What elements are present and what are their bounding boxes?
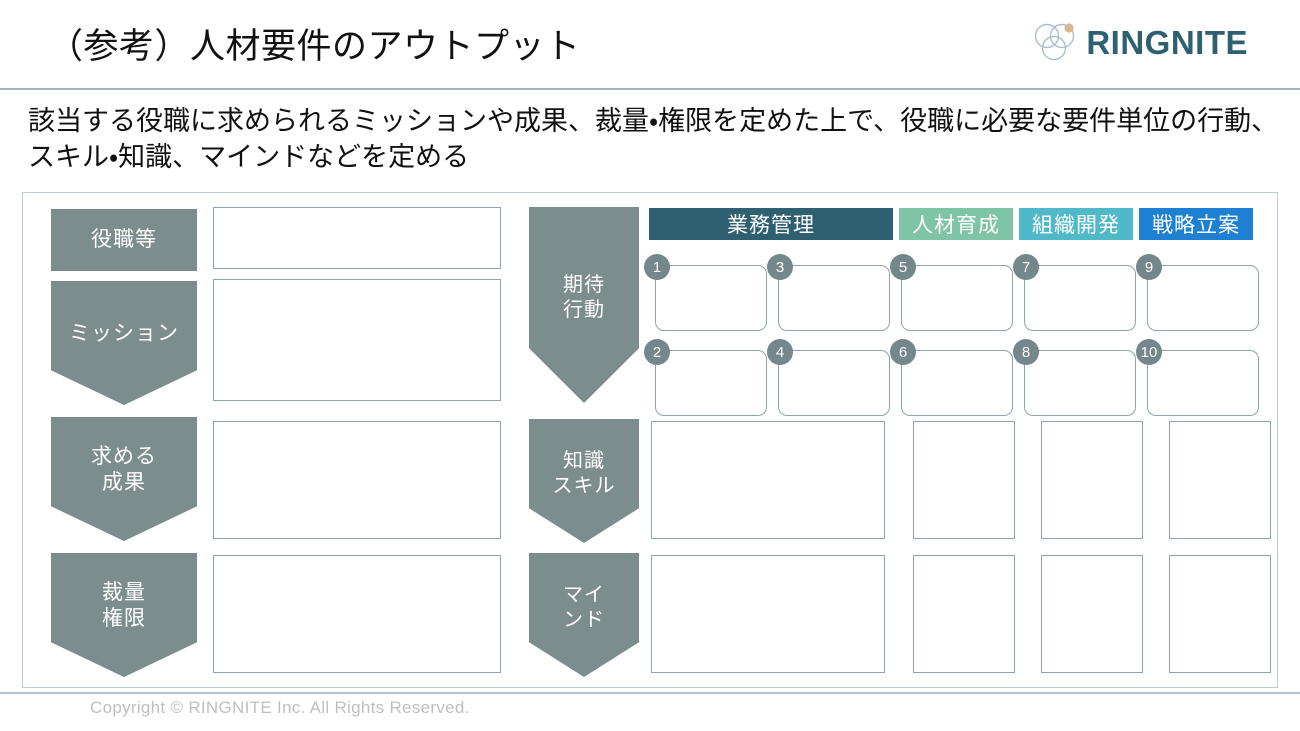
behavior-badge-3: 3 (767, 254, 793, 280)
category-chip-jinzai-ikusei-label: 人材育成 (912, 214, 1000, 237)
behavior-box-9[interactable] (1147, 265, 1259, 331)
knowledge-box-senryaku-rituan[interactable] (1169, 421, 1271, 539)
copyright-text: Copyright © RINGNITE Inc. All Rights Res… (90, 698, 470, 717)
behavior-box-2[interactable] (655, 350, 767, 416)
category-chip-gyomu-kanri-label: 業務管理 (727, 214, 815, 237)
brand-logo: RINGNITE (1032, 20, 1248, 64)
tag-mind: マイ ンド (529, 553, 639, 677)
behavior-box-8[interactable] (1024, 350, 1136, 416)
tag-expected-behavior-label: 期待 行動 (563, 274, 605, 321)
tag-expected-behavior: 期待 行動 (529, 207, 639, 403)
tag-discretion-authority: 裁量 権限 (51, 553, 197, 677)
footer-divider (0, 692, 1300, 694)
category-chip-gyomu-kanri[interactable]: 業務管理 (649, 208, 893, 240)
subtitle-text: 該当する役職に求められるミッションや成果、裁量・権限を定めた上で、役職に必要な要… (28, 106, 1279, 172)
behavior-box-5[interactable] (901, 265, 1013, 331)
input-box-expected-results[interactable] (213, 421, 501, 539)
tag-position-label: 役職等 (91, 228, 157, 252)
mind-box-gyomu-kanri[interactable] (651, 555, 885, 673)
input-box-position[interactable] (213, 207, 501, 269)
header-divider (0, 88, 1300, 90)
tag-knowledge-skill-label: 知識 スキル (552, 450, 616, 497)
behavior-badge-6: 6 (890, 339, 916, 365)
behavior-box-1[interactable] (655, 265, 767, 331)
behavior-badge-8: 8 (1013, 339, 1039, 365)
tag-mind-label: マイ ンド (563, 584, 605, 631)
tag-position: 役職等 (51, 209, 197, 271)
tag-expected-results: 求める 成果 (51, 417, 197, 541)
ringnite-rings-icon (1035, 23, 1075, 61)
behavior-box-4[interactable] (778, 350, 890, 416)
behavior-box-7[interactable] (1024, 265, 1136, 331)
behavior-badge-10: 10 (1136, 339, 1162, 365)
behavior-box-10[interactable] (1147, 350, 1259, 416)
category-chip-senryaku-rituan[interactable]: 戦略立案 (1139, 208, 1253, 240)
mind-box-jinzai-ikusei[interactable] (913, 555, 1015, 673)
tag-discretion-authority-label: 裁量 権限 (102, 580, 146, 630)
diagram-panel: 役職等 ミッション 求める 成果 裁量 権限 期待 行動 (22, 192, 1278, 688)
page-title: （参考）人材要件のアウトプット (48, 27, 581, 66)
mind-box-soshiki-kaihatsu[interactable] (1041, 555, 1143, 673)
category-chip-senryaku-rituan-label: 戦略立案 (1152, 214, 1240, 237)
behavior-badge-5: 5 (890, 254, 916, 280)
category-chip-jinzai-ikusei[interactable]: 人材育成 (899, 208, 1013, 240)
knowledge-box-jinzai-ikusei[interactable] (913, 421, 1015, 539)
knowledge-box-gyomu-kanri[interactable] (651, 421, 885, 539)
input-box-mission[interactable] (213, 279, 501, 401)
input-box-discretion-authority[interactable] (213, 555, 501, 673)
tag-mission: ミッション (51, 281, 197, 405)
tag-mission-label: ミッション (69, 321, 179, 345)
category-chip-soshiki-kaihatsu-label: 組織開発 (1032, 214, 1120, 237)
brand-name: RINGNITE (1086, 23, 1248, 61)
tag-expected-results-label: 求める 成果 (91, 444, 157, 494)
behavior-badge-7: 7 (1013, 254, 1039, 280)
knowledge-box-soshiki-kaihatsu[interactable] (1041, 421, 1143, 539)
category-chip-soshiki-kaihatsu[interactable]: 組織開発 (1019, 208, 1133, 240)
behavior-box-3[interactable] (778, 265, 890, 331)
behavior-badge-9: 9 (1136, 254, 1162, 280)
behavior-badge-1: 1 (644, 254, 670, 280)
tag-knowledge-skill: 知識 スキル (529, 419, 639, 543)
behavior-box-6[interactable] (901, 350, 1013, 416)
slide-header: （参考）人材要件のアウトプット RINGNITE (0, 0, 1300, 90)
mind-box-senryaku-rituan[interactable] (1169, 555, 1271, 673)
behavior-badge-4: 4 (767, 339, 793, 365)
behavior-badge-2: 2 (644, 339, 670, 365)
